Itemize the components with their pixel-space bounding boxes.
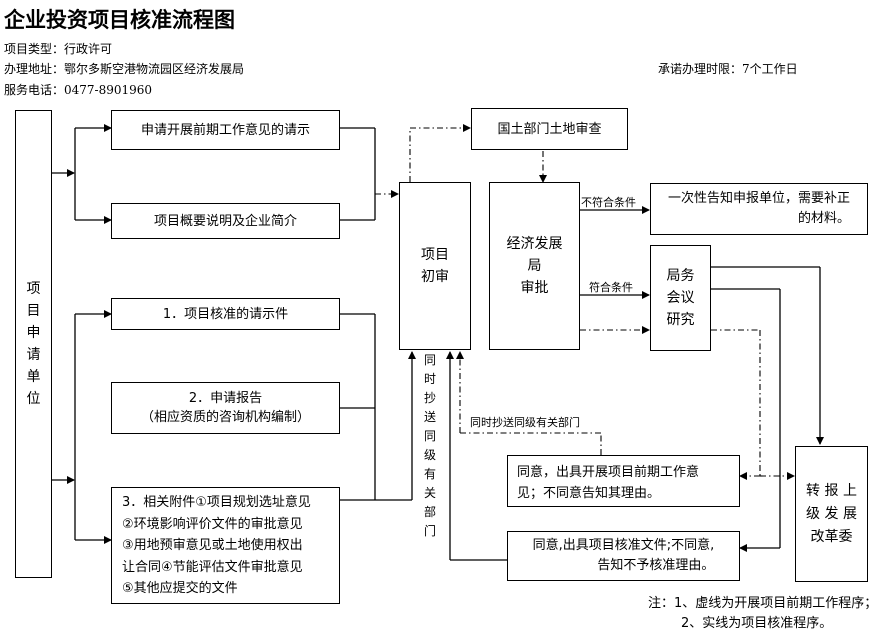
agree-approval-label: 同意,出具项目核准文件;不同意, 告知不予核准理由。 [532, 538, 715, 573]
copy-dept-horizontal-label: 同时抄送同级有关部门 [470, 416, 580, 429]
note-line-1: 注：1、虚线为开展项目前期工作程序； [648, 596, 878, 611]
processing-deadline: 承诺办理时限：7个工作日 [658, 62, 798, 76]
note-line-2: 2、实线为项目核准程序。 [681, 616, 833, 631]
project-summary-label: 项目概要说明及企业简介 [153, 213, 297, 229]
applicant-unit-label: 项 目 申 请 单 位 [26, 281, 41, 407]
office-address: 办理地址：鄂尔多斯空港物流园区经济发展局 [4, 62, 245, 76]
report-ndrc-box: 转 报 上 级 发 展 改革委 [795, 446, 868, 582]
service-phone: 服务电话：0477-8901960 [4, 83, 153, 97]
not-meet-label: 不符合条件 [581, 196, 636, 209]
econ-approval-box: 经济发展 局 审批 [489, 182, 580, 350]
request-prelim-box: 申请开展前期工作意见的请示 [111, 110, 340, 150]
request-prelim-label: 申请开展前期工作意见的请示 [140, 122, 310, 138]
econ-approval-label: 经济发展 局 审批 [506, 236, 563, 296]
approval-request-label: 1．项目核准的请示件 [162, 306, 289, 322]
meet-label: 符合条件 [589, 281, 633, 294]
attachments-label: 3．相关附件①项目规划选址意见 ②环境影响评价文件的审批意见 ③用地预审意见或土… [122, 495, 311, 596]
preliminary-review-box: 项目 初审 [399, 182, 471, 350]
bureau-meeting-label: 局务 会议 研究 [666, 268, 695, 328]
agree-approval-box: 同意,出具项目核准文件;不同意, 告知不予核准理由。 [507, 531, 740, 581]
agree-prelim-label: 同意，出具开展项目前期工作意 见；不同意告知其理由。 [517, 465, 700, 501]
approval-request-box: 1．项目核准的请示件 [111, 298, 340, 330]
page-title: 企业投资项目核准流程图 [4, 8, 235, 32]
application-report-box: 2．申请报告 （相应资质的咨询机构编制） [111, 382, 340, 434]
application-report-label: 2．申请报告 （相应资质的咨询机构编制） [140, 391, 310, 425]
notify-supplement-label: 一次性告知申报单位，需要补正 的材料。 [667, 191, 850, 226]
report-ndrc-label: 转 报 上 级 发 展 改革委 [806, 482, 857, 545]
attachments-box: 3．相关附件①项目规划选址意见 ②环境影响评价文件的审批意见 ③用地预审意见或土… [111, 487, 340, 604]
copy-dept-vertical-label: 同 时 抄 送 同 级 有 关 部 门 [423, 353, 436, 538]
notify-supplement-box: 一次性告知申报单位，需要补正 的材料。 [650, 183, 868, 235]
project-type: 项目类型：行政许可 [4, 42, 113, 56]
agree-prelim-box: 同意，出具开展项目前期工作意 见；不同意告知其理由。 [507, 455, 740, 507]
land-review-label: 国土部门土地审查 [497, 121, 602, 137]
bureau-meeting-box: 局务 会议 研究 [650, 245, 711, 351]
land-review-box: 国土部门土地审查 [471, 108, 628, 150]
preliminary-review-label: 项目 初审 [421, 247, 449, 285]
project-summary-box: 项目概要说明及企业简介 [111, 203, 340, 239]
applicant-unit-box: 项 目 申 请 单 位 [15, 110, 52, 578]
